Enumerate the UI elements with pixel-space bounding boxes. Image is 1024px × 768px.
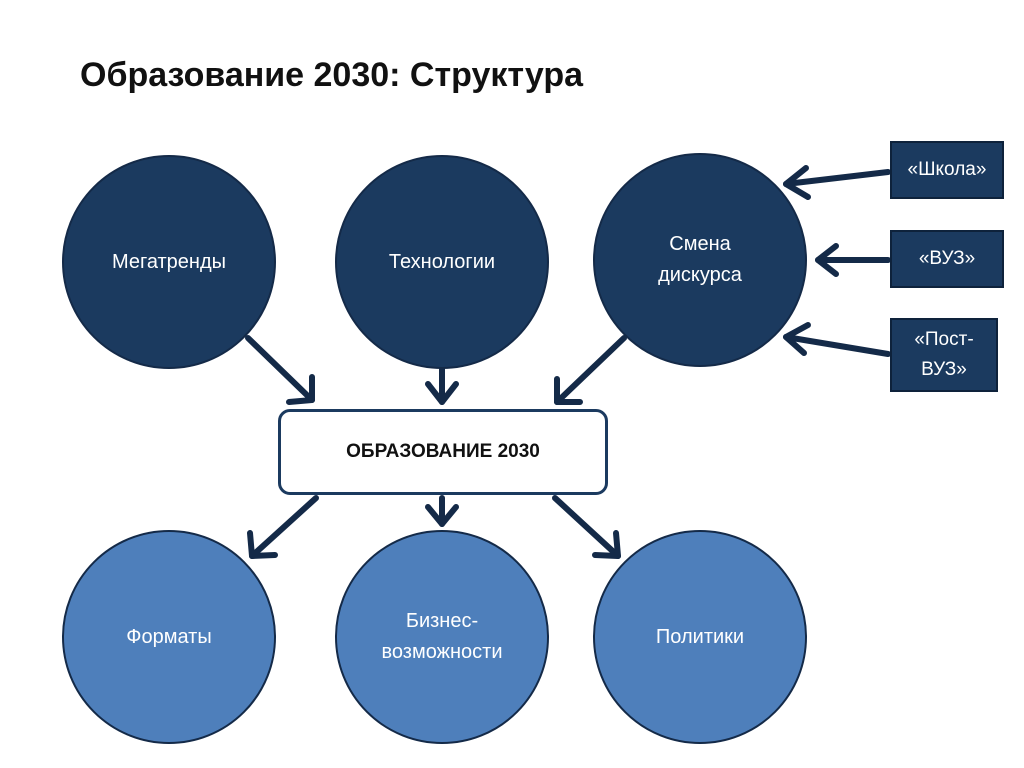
tag-post-university-label: «Пост- ВУЗ» [914, 329, 974, 380]
tag-university: «ВУЗ» [890, 230, 1004, 288]
node-business: Бизнес- возможности [335, 530, 549, 744]
node-formats: Форматы [62, 530, 276, 744]
arrow-megatrends-to-center [245, 335, 315, 405]
tag-school: «Школа» [890, 141, 1004, 199]
node-policies-label: Политики [655, 625, 745, 648]
node-business-label: Бизнес- возможности [381, 610, 503, 663]
node-discourse-label: Смена дискурса [658, 233, 742, 286]
tag-school-label: «Школа» [907, 159, 987, 180]
center-node: ОБРАЗОВАНИЕ 2030 [278, 409, 608, 495]
slide-title: Образование 2030: Структура [80, 56, 584, 94]
arrow-center-to-business [425, 495, 459, 527]
tag-post-university: «Пост- ВУЗ» [890, 318, 998, 392]
tag-university-label: «ВУЗ» [918, 248, 976, 269]
node-technologies: Технологии [335, 155, 549, 369]
node-policies: Политики [593, 530, 807, 744]
arrow-post-university-to-discourse [783, 322, 891, 357]
node-technologies-label: Технологии [388, 250, 496, 273]
node-megatrends: Мегатренды [62, 155, 276, 369]
arrow-university-to-discourse [815, 243, 891, 277]
node-discourse: Смена дискурса [593, 153, 807, 367]
arrow-center-to-policies [552, 495, 621, 559]
arrow-discourse-to-center [554, 335, 627, 405]
node-formats-label: Форматы [126, 625, 212, 648]
arrow-center-to-formats [247, 495, 319, 559]
arrow-school-to-discourse [783, 165, 891, 200]
arrow-technologies-to-center [425, 365, 459, 405]
node-megatrends-label: Мегатренды [111, 250, 227, 273]
